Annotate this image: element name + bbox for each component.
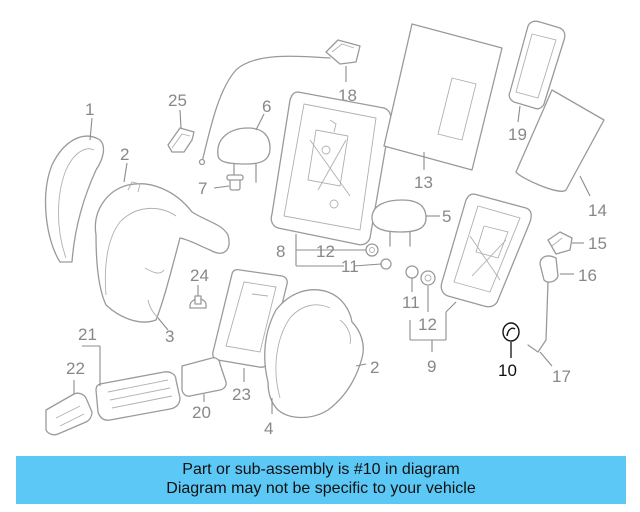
callout-4[interactable]: 4 — [264, 419, 273, 438]
part-21-tray: 21 — [78, 325, 181, 421]
callout-6[interactable]: 6 — [262, 97, 271, 116]
part-19-frame: 19 — [508, 20, 566, 144]
part-2-seat-cushion-left: 2 3 — [94, 145, 230, 346]
callout-19[interactable]: 19 — [508, 125, 527, 144]
callout-20[interactable]: 20 — [192, 403, 211, 422]
callout-10[interactable]: 10 — [498, 361, 517, 380]
part-22-bracket: 22 — [45, 359, 93, 436]
callout-1[interactable]: 1 — [85, 100, 94, 119]
part-16-latch: 16 — [539, 255, 597, 285]
callout-23[interactable]: 23 — [232, 385, 251, 404]
part-20-cover: 20 — [181, 357, 227, 422]
callout-2a[interactable]: 2 — [120, 145, 129, 164]
part-2-seat-cushion-right: 2 4 — [264, 289, 379, 438]
part-1-side-bolster: 1 — [44, 100, 105, 263]
part-6-headrest: 6 — [217, 97, 271, 183]
callout-8[interactable]: 8 — [276, 242, 285, 261]
part-9-back-frame-right — [440, 193, 532, 308]
part-17-cable: 17 — [527, 281, 571, 386]
callout-15[interactable]: 15 — [588, 234, 607, 253]
callout-11a[interactable]: 11 — [341, 257, 359, 276]
banner-line-2: Diagram may not be specific to your vehi… — [166, 480, 476, 497]
part-7-guide: 7 — [198, 174, 244, 198]
part-frame-center — [270, 91, 392, 246]
part-24-push-pin: 24 — [189, 266, 209, 309]
callout-7[interactable]: 7 — [198, 179, 207, 198]
callout-13[interactable]: 13 — [414, 173, 433, 192]
part-5-headrest: 5 — [371, 199, 451, 247]
callout-14[interactable]: 14 — [588, 201, 607, 220]
callout-2b[interactable]: 2 — [370, 358, 379, 377]
callout-17[interactable]: 17 — [552, 367, 571, 386]
callout-11b[interactable]: 11 — [402, 293, 420, 312]
callout-22[interactable]: 22 — [66, 359, 85, 378]
part-9-bushing-group: 11 12 9 — [402, 265, 457, 376]
callout-12a[interactable]: 12 — [316, 242, 335, 261]
callout-21[interactable]: 21 — [78, 325, 97, 344]
parts-diagram: 1 2 3 25 18 6 7 — [44, 20, 607, 438]
callout-3[interactable]: 3 — [165, 327, 174, 346]
callout-16[interactable]: 16 — [578, 266, 597, 285]
banner-line-1: Part or sub-assembly is #10 in diagram — [182, 461, 460, 478]
part-10-cap-highlighted: 10 — [498, 322, 520, 380]
part-15-bracket: 15 — [547, 231, 607, 255]
info-banner: Part or sub-assembly is #10 in diagram D… — [16, 456, 626, 504]
part-25-clip: 25 — [167, 91, 195, 153]
part-14-cover-panel: 14 — [515, 89, 607, 220]
callout-25[interactable]: 25 — [168, 91, 187, 110]
callout-12b[interactable]: 12 — [418, 315, 437, 334]
part-8-bushing-group: 8 12 11 — [276, 234, 392, 276]
callout-9[interactable]: 9 — [427, 357, 436, 376]
callout-24[interactable]: 24 — [190, 266, 209, 285]
callout-5[interactable]: 5 — [442, 207, 451, 226]
part-13-back-panel: 13 — [383, 23, 503, 192]
